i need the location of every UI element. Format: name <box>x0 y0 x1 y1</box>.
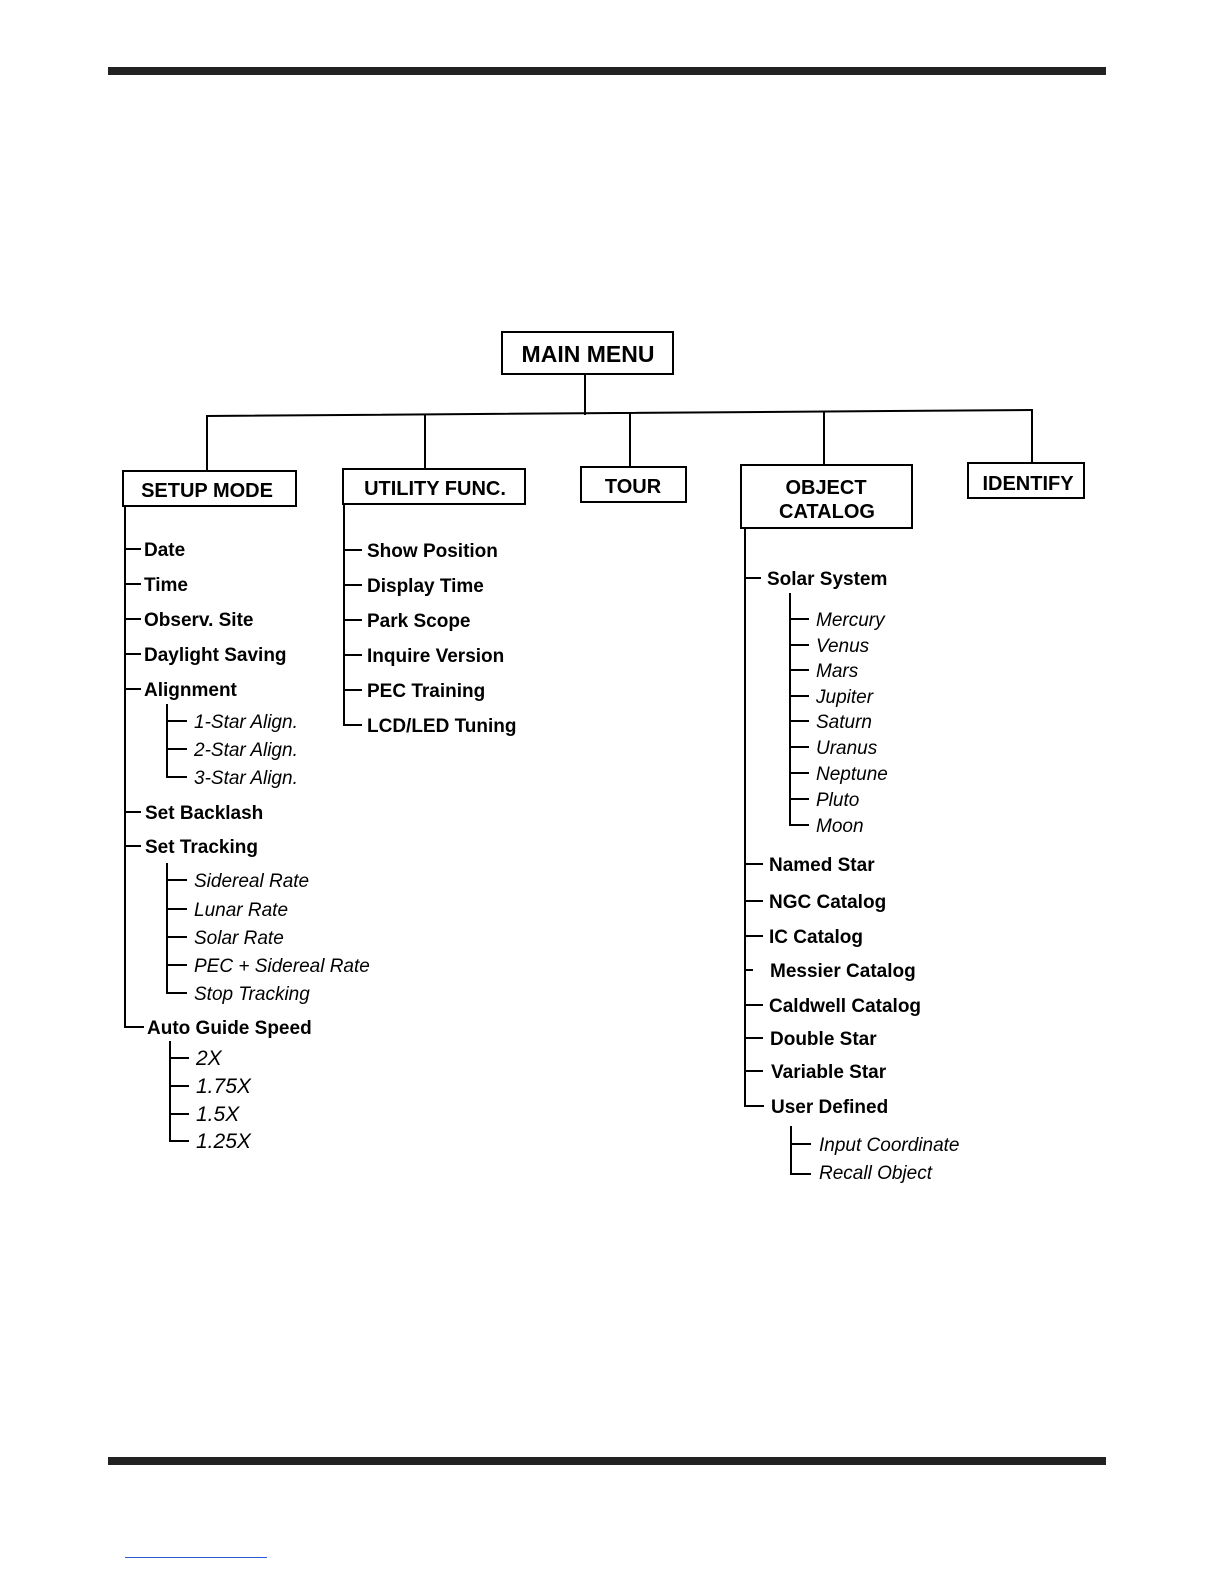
guide-speed-option-1-25x: 1.25X <box>196 1130 252 1153</box>
tracking-option-pec-sidereal: PEC + Sidereal Rate <box>194 956 370 977</box>
tracking-option-solar: Solar Rate <box>194 928 284 949</box>
main-menu-bus <box>205 408 1034 418</box>
setup-item-observ-site: Observ. Site <box>144 610 253 631</box>
tracking-option-sidereal: Sidereal Rate <box>194 871 309 892</box>
setup-item-set-tracking: Set Tracking <box>145 837 258 858</box>
utility-item-lcd-led-tuning: LCD/LED Tuning <box>367 716 517 737</box>
catalog-item-ngc-catalog: NGC Catalog <box>769 892 886 913</box>
alignment-option-2: 2-Star Align. <box>193 740 298 761</box>
guide-speed-option-1-5x: 1.5X <box>196 1103 240 1126</box>
setup-mode-box <box>122 470 297 507</box>
setup-item-auto-guide-speed: Auto Guide Speed <box>147 1018 312 1039</box>
solar-system-option-venus: Venus <box>816 636 870 657</box>
tracking-option-stop: Stop Tracking <box>194 984 310 1005</box>
identify-label: IDENTIFY <box>982 473 1074 495</box>
user-defined-option-input-coordinate: Input Coordinate <box>819 1135 960 1156</box>
tracking-option-lunar: Lunar Rate <box>194 900 288 921</box>
solar-system-option-moon: Moon <box>816 816 864 837</box>
utility-item-park-scope: Park Scope <box>367 611 471 632</box>
solar-system-option-saturn: Saturn <box>816 712 872 733</box>
guide-speed-option-1-75x: 1.75X <box>196 1075 252 1098</box>
tour-box <box>580 466 687 503</box>
catalog-item-named-star: Named Star <box>769 855 875 876</box>
catalog-item-solar-system: Solar System <box>767 569 887 590</box>
catalog-item-ic-catalog: IC Catalog <box>769 927 863 948</box>
setup-item-daylight-saving: Daylight Saving <box>144 645 287 666</box>
catalog-item-caldwell-catalog: Caldwell Catalog <box>769 996 921 1017</box>
catalog-item-variable-star: Variable Star <box>771 1062 887 1083</box>
guide-speed-option-2x: 2X <box>195 1047 223 1070</box>
main-menu-box <box>501 331 674 375</box>
setup-item-time: Time <box>144 575 188 596</box>
utility-item-inquire-version: Inquire Version <box>367 646 504 667</box>
solar-system-option-mercury: Mercury <box>816 610 886 631</box>
tour-label: TOUR <box>605 476 662 498</box>
user-defined-option-recall-object: Recall Object <box>819 1163 933 1184</box>
identify-box <box>967 462 1085 499</box>
utility-func-label: UTILITY FUNC. <box>364 478 506 500</box>
object-catalog-box <box>740 464 913 529</box>
solar-system-option-uranus: Uranus <box>816 738 878 759</box>
bottom-rule <box>108 1457 1106 1465</box>
main-menu-label: MAIN MENU <box>522 341 655 367</box>
setup-item-alignment: Alignment <box>144 680 238 701</box>
setup-item-date: Date <box>144 540 185 561</box>
setup-item-set-backlash: Set Backlash <box>145 803 263 824</box>
solar-system-option-pluto: Pluto <box>816 790 859 811</box>
solar-system-option-jupiter: Jupiter <box>815 687 874 708</box>
catalog-item-double-star: Double Star <box>770 1029 877 1050</box>
alignment-option-1: 1-Star Align. <box>194 712 298 733</box>
catalog-item-messier-catalog: Messier Catalog <box>770 961 916 982</box>
utility-item-pec-training: PEC Training <box>367 681 485 702</box>
catalog-item-user-defined: User Defined <box>771 1097 888 1118</box>
solar-system-option-mars: Mars <box>816 661 859 682</box>
utility-item-display-time: Display Time <box>367 576 484 597</box>
utility-item-show-position: Show Position <box>367 541 498 562</box>
setup-mode-label: SETUP MODE <box>141 480 273 502</box>
alignment-option-3: 3-Star Align. <box>194 768 298 789</box>
top-rule <box>108 67 1106 75</box>
footer-link-underline <box>125 1557 267 1558</box>
object-catalog-label-line1: OBJECT <box>785 477 866 499</box>
utility-func-box <box>342 468 526 505</box>
object-catalog-label-line2: CATALOG <box>779 501 875 523</box>
solar-system-option-neptune: Neptune <box>816 764 888 785</box>
